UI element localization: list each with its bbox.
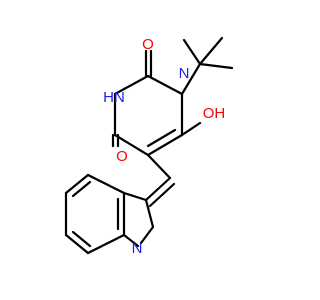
- bond: [146, 133, 184, 157]
- indole-benzene-ring: [64, 173, 126, 255]
- oxygen-label: O: [116, 148, 128, 165]
- indole-pyrrole-ring: [122, 191, 155, 248]
- bond: [64, 233, 90, 255]
- bond: [122, 233, 140, 248]
- bond: [180, 62, 202, 96]
- molecule-diagram: O O OH HN N N: [64, 36, 234, 257]
- bond: [71, 180, 92, 198]
- nitrogen-label: N: [132, 240, 143, 257]
- bond: [86, 173, 126, 195]
- bond: [122, 191, 148, 202]
- bond: [144, 176, 172, 202]
- bond: [71, 230, 92, 248]
- bond: [64, 173, 90, 195]
- amine-label: HN: [103, 89, 125, 106]
- methylidene-bridge: [144, 153, 176, 208]
- bond: [146, 74, 184, 96]
- tert-butyl-group: [180, 36, 234, 96]
- bond: [144, 198, 155, 229]
- nitrogen-label: N: [179, 65, 190, 82]
- bond: [182, 38, 202, 66]
- substituent-bonds: [111, 49, 202, 148]
- bond: [180, 121, 202, 137]
- oxygen-label: O: [142, 36, 154, 53]
- bond: [113, 133, 150, 157]
- bond: [198, 36, 224, 66]
- bond: [139, 225, 155, 245]
- bond: [146, 153, 172, 180]
- bond: [198, 62, 234, 70]
- bond: [146, 128, 177, 148]
- atom-labels: O O OH HN N N: [103, 36, 225, 257]
- bond: [148, 182, 176, 208]
- pyrimidine-ring: [113, 74, 184, 157]
- hydroxyl-label: OH: [203, 105, 226, 122]
- bond: [86, 233, 126, 255]
- bond: [113, 74, 150, 96]
